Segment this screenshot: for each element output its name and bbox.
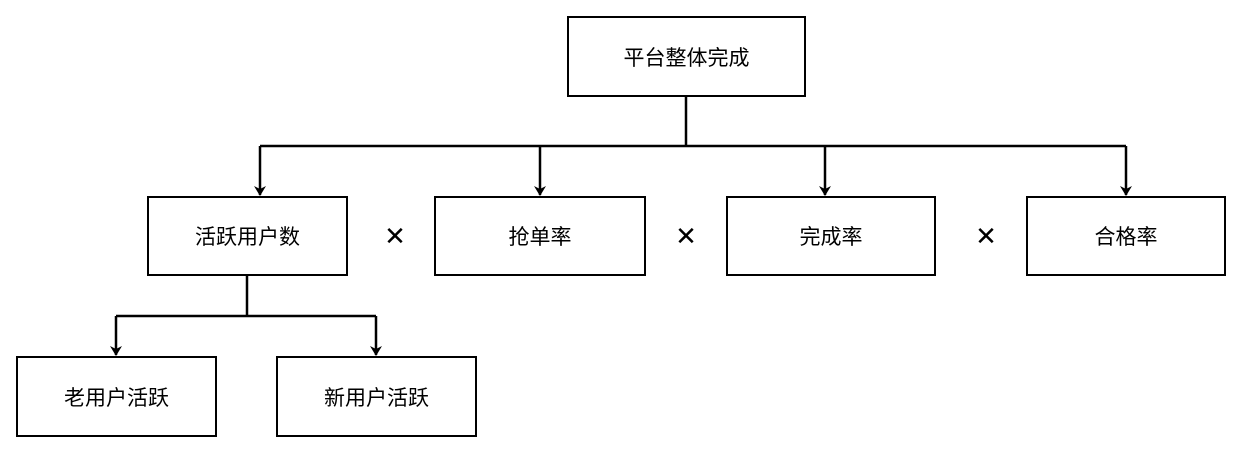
factor-node-active-users: 活跃用户数 bbox=[147, 196, 348, 276]
multiply-symbol: ✕ bbox=[975, 222, 997, 252]
sub-node-new-users: 新用户活跃 bbox=[276, 356, 477, 437]
factor-node-label: 完成率 bbox=[799, 225, 863, 249]
root-node-label: 平台整体完成 bbox=[623, 45, 750, 70]
factor-node-label: 活跃用户数 bbox=[195, 225, 300, 249]
multiply-icon: ✕ bbox=[375, 217, 415, 257]
factor-node-completion-rate: 完成率 bbox=[726, 196, 936, 276]
factor-node-label: 合格率 bbox=[1094, 225, 1158, 249]
factor-node-grab-rate: 抢单率 bbox=[434, 196, 646, 276]
sub-node-label: 新用户活跃 bbox=[324, 385, 429, 410]
factor-node-label: 抢单率 bbox=[508, 225, 572, 249]
multiply-icon: ✕ bbox=[966, 217, 1006, 257]
sub-node-old-users: 老用户活跃 bbox=[16, 356, 217, 437]
sub-node-label: 老用户活跃 bbox=[64, 385, 169, 410]
factor-node-qualified-rate: 合格率 bbox=[1026, 196, 1226, 276]
multiply-symbol: ✕ bbox=[675, 222, 697, 252]
root-node: 平台整体完成 bbox=[567, 16, 806, 97]
multiply-symbol: ✕ bbox=[384, 222, 406, 252]
multiply-icon: ✕ bbox=[666, 217, 706, 257]
